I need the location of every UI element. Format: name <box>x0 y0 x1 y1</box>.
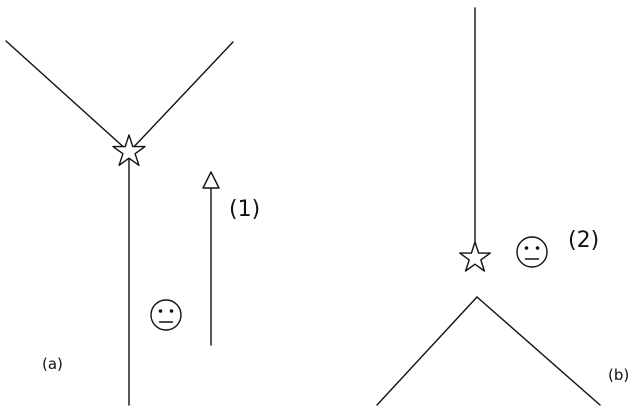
right-roof-line-b <box>476 296 601 406</box>
neutral-face-icon <box>150 299 182 331</box>
panel-caption-b: (b) <box>608 366 629 384</box>
star-icon <box>459 241 491 272</box>
panel-a: (1) (a) <box>5 40 260 406</box>
panel-caption-a: (a) <box>42 355 63 373</box>
left-branch-line-a <box>5 40 130 153</box>
left-roof-line-b <box>376 296 478 406</box>
neutral-face-icon <box>516 236 548 268</box>
up-arrow-icon <box>202 171 220 189</box>
right-branch-line-a <box>128 41 234 153</box>
star-icon <box>112 134 146 167</box>
step-label-2: (2) <box>568 228 599 253</box>
step-label-1: (1) <box>229 197 260 222</box>
panel-b: (2) (b) <box>376 7 629 406</box>
